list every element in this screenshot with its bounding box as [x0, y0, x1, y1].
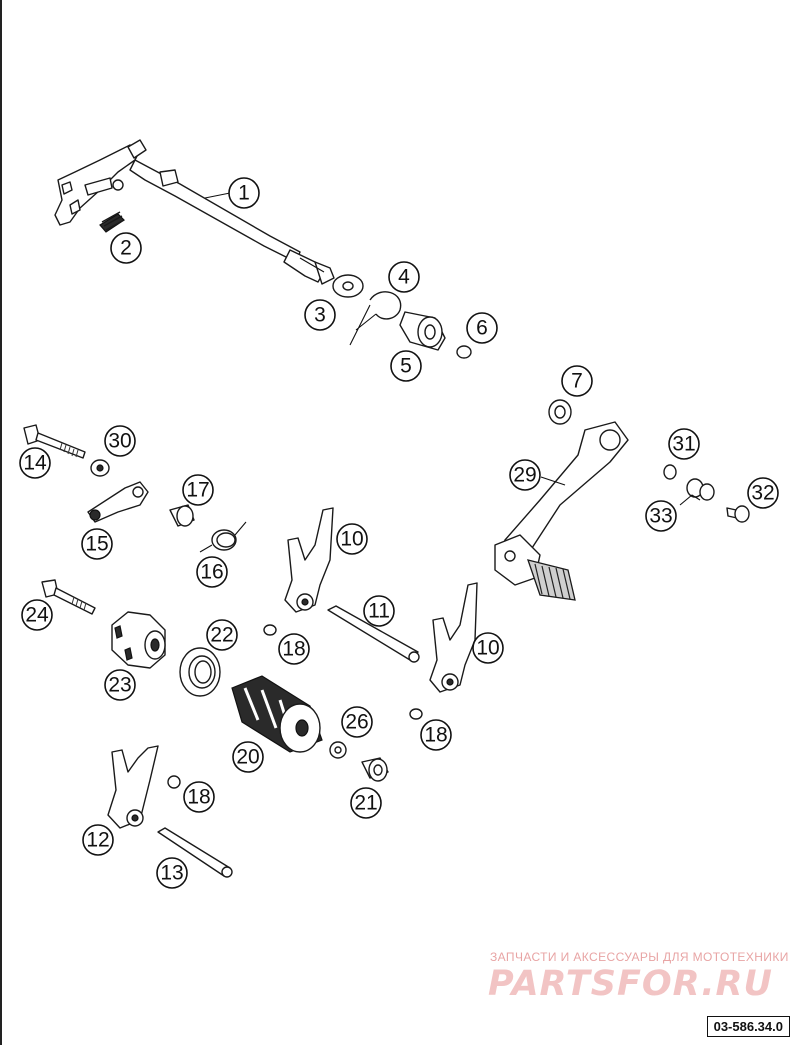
callout-10-lower: 10 [472, 632, 504, 664]
lever-bushing-part[interactable] [169, 504, 195, 527]
callout-12: 12 [82, 824, 114, 856]
bolt-part-14[interactable] [23, 424, 86, 459]
callout-23: 23 [104, 669, 136, 701]
torsion-spring-part[interactable] [199, 521, 247, 553]
callout-1: 1 [204, 177, 260, 209]
callout-26: 26 [341, 706, 373, 738]
callout-13: 13 [156, 857, 188, 889]
callout-21: 21 [350, 787, 382, 819]
callout-label: 30 [108, 430, 131, 453]
document-code-label: 03-586.34.0 [706, 1016, 790, 1037]
washer-part-30[interactable] [90, 459, 110, 477]
callout-32: 32 [747, 477, 779, 509]
callout-label: 15 [85, 533, 108, 556]
callout-2: 2 [110, 232, 142, 264]
callout-24: 24 [21, 599, 53, 631]
callout-10-upper: 10 [336, 523, 368, 555]
callout-20: 20 [232, 741, 264, 773]
callout-label: 20 [236, 746, 259, 769]
callout-label: 22 [210, 624, 233, 647]
washer-part-26[interactable] [329, 741, 347, 759]
callout-label: 11 [368, 600, 390, 623]
callout-18-a: 18 [278, 633, 310, 665]
callout-31: 31 [668, 428, 700, 460]
locking-lever-part[interactable] [87, 481, 149, 523]
callout-label: 21 [354, 792, 377, 815]
washer-part-3[interactable] [332, 274, 364, 298]
callout-label: 18 [187, 786, 210, 809]
page-left-border [0, 0, 2, 1045]
roller-part-18-a[interactable] [263, 624, 277, 636]
ring-part-6[interactable] [456, 345, 472, 359]
spring-clip-part[interactable] [349, 291, 402, 346]
shift-drum-part[interactable] [231, 675, 323, 753]
callout-33: 33 [645, 500, 677, 532]
callout-label: 31 [672, 433, 695, 456]
pedal-nut-part-33[interactable] [679, 478, 715, 506]
callout-label: 24 [25, 604, 49, 627]
shift-fork-part-10-upper[interactable] [284, 507, 334, 613]
callout-5: 5 [390, 350, 422, 382]
roller-part-18-c[interactable] [167, 775, 181, 789]
callout-29: 29 [509, 459, 566, 491]
callout-label: 7 [571, 370, 583, 393]
callout-label: 6 [476, 317, 488, 340]
callout-label: 32 [751, 482, 774, 505]
callout-label: 18 [282, 638, 305, 661]
callout-label: 23 [108, 674, 131, 697]
callout-label: 12 [86, 829, 109, 852]
shift-pedal-part[interactable] [494, 421, 629, 601]
shift-fork-part-10-lower[interactable] [429, 582, 478, 693]
watermark-logo: PARTSFOR.RU [488, 964, 773, 1004]
callout-label: 2 [120, 237, 132, 260]
callout-label: 4 [398, 266, 410, 289]
callout-16: 16 [196, 556, 228, 588]
callout-14: 14 [19, 447, 51, 479]
shift-shaft-part[interactable] [54, 139, 335, 285]
callout-label: 3 [314, 304, 326, 327]
callout-label: 1 [238, 182, 250, 205]
shift-fork-part-12[interactable] [107, 745, 159, 829]
callout-18-c: 18 [183, 781, 215, 813]
callout-11: 11 [363, 595, 395, 627]
fork-shaft-part-13[interactable] [157, 827, 233, 878]
pedal-bolt-part-32[interactable] [726, 505, 750, 523]
bushing-part[interactable] [399, 311, 446, 351]
callout-label: 14 [23, 452, 47, 475]
callout-label: 10 [340, 528, 363, 551]
shift-cam-part[interactable] [111, 611, 166, 669]
callout-22: 22 [206, 619, 238, 651]
roller-part-18-b[interactable] [409, 708, 423, 720]
callout-label: 17 [186, 479, 209, 502]
callout-label: 16 [200, 561, 223, 584]
callout-label: 18 [424, 724, 447, 747]
callout-4: 4 [388, 261, 420, 293]
washer-part-7[interactable] [548, 399, 572, 425]
callout-label: 13 [160, 862, 183, 885]
callout-7: 7 [561, 365, 593, 397]
callout-30: 30 [104, 425, 136, 457]
callout-label: 10 [476, 637, 499, 660]
spring-part[interactable] [99, 211, 125, 233]
callout-label: 26 [345, 711, 368, 734]
bolt-part-24[interactable] [41, 579, 96, 615]
fork-shaft-part-11[interactable] [327, 605, 420, 663]
callout-3: 3 [304, 299, 336, 331]
callout-label: 5 [400, 355, 412, 378]
callout-label: 29 [513, 464, 536, 487]
callout-18-b: 18 [420, 719, 452, 751]
pedal-washer-part-31[interactable] [663, 464, 677, 480]
callout-label: 33 [649, 505, 672, 528]
watermark-tagline: ЗАПЧАСТИ И АКСЕССУАРЫ ДЛЯ МОТОТЕХНИКИ [490, 950, 789, 964]
bearing-part[interactable] [179, 647, 221, 697]
callout-15: 15 [81, 528, 113, 560]
callout-17: 17 [182, 474, 214, 506]
callout-6: 6 [466, 312, 498, 344]
bushing-part-21[interactable] [361, 757, 389, 782]
